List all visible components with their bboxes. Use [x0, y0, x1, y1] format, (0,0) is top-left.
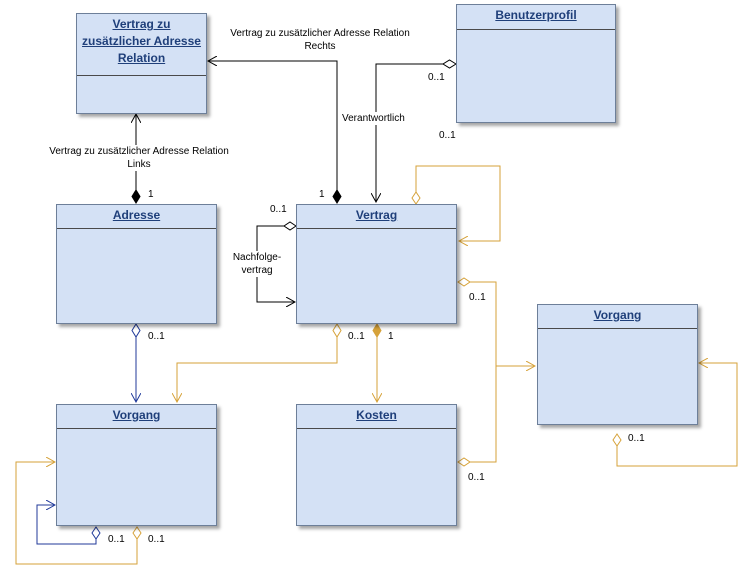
class-separator [297, 228, 456, 229]
mult-vorgang-right-bottom: 0..1 [628, 433, 645, 444]
class-vertrag[interactable]: Vertrag [296, 204, 457, 324]
label-line: vertrag [241, 265, 273, 276]
class-separator [538, 328, 697, 329]
label-line: Vertrag zu zusätzlicher Adresse Relation [49, 146, 229, 157]
assoc-vorgang-right-self [612, 363, 738, 467]
mult-vorgang-left-gold: 0..1 [148, 534, 165, 545]
class-vorgang-left[interactable]: Vorgang [56, 404, 217, 526]
assoc-benutzerprofil-vertrag [376, 59, 457, 202]
mult-vertrag-bottom: 0..1 [348, 331, 365, 342]
assoc-kosten-vorgang-right [457, 366, 497, 467]
class-separator [457, 29, 615, 30]
label-rechts: Vertrag zu zusätzlicher Adresse Relation… [215, 27, 425, 53]
class-title: Vorgang [112, 408, 161, 422]
assoc-vertrag-self-gold [411, 165, 501, 241]
mult-vorgang-left-blue: 0..1 [108, 534, 125, 545]
class-title-line: Relation [117, 51, 166, 65]
class-adresse[interactable]: Adresse [56, 204, 217, 324]
class-separator [297, 428, 456, 429]
mult-adresse-top: 1 [148, 189, 154, 200]
class-separator [77, 75, 206, 76]
mult-vertrag-kosten: 1 [388, 331, 394, 342]
label-line: Links [127, 159, 151, 170]
label-verantwortlich: Verantwortlich [342, 112, 405, 125]
mult-adresse-bottom: 0..1 [148, 331, 165, 342]
mult-vertrag-vorgang-right: 0..1 [469, 292, 486, 303]
assoc-vorgang-left-self-blue [36, 505, 101, 545]
assoc-vertrag-vorgang-right [457, 277, 535, 366]
class-title: Vorgang [593, 308, 642, 322]
class-title-line: Vertrag zu [112, 17, 171, 31]
mult-vertrag-top: 1 [319, 189, 325, 200]
label-line: Nachfolge- [232, 252, 282, 263]
class-separator [57, 428, 216, 429]
label-line: Vertrag zu zusätzlicher Adresse Relation [230, 28, 410, 39]
class-separator [57, 228, 216, 229]
mult-benutzer-0: 0..1 [428, 72, 445, 83]
assoc-vertrag-vzar-rechts [208, 61, 342, 204]
mult-benutzer-1: 0..1 [439, 130, 456, 141]
label-links: Vertrag zu zusätzlicher Adresse Relation… [34, 145, 244, 171]
assoc-adresse-vorgang-left [132, 323, 140, 402]
class-title: Kosten [356, 408, 397, 422]
mult-kosten-right: 0..1 [468, 472, 485, 483]
label-nachfolgevertrag: Nachfolge- vertrag [226, 251, 288, 277]
class-title-line: zusätzlicher Adresse [82, 34, 201, 48]
class-benutzerprofil[interactable]: Benutzerprofil [456, 4, 616, 123]
class-title: Benutzerprofil [495, 8, 577, 22]
class-vzar[interactable]: Vertrag zu zusätzlicher Adresse Relation [76, 13, 207, 114]
mult-vertrag-nachfolge: 0..1 [270, 204, 287, 215]
assoc-vorgang-left-self-gold [15, 462, 142, 565]
class-title: Adresse [112, 208, 161, 222]
assoc-vertrag-kosten [373, 323, 381, 402]
class-vorgang-right[interactable]: Vorgang [537, 304, 698, 425]
assoc-vertrag-vorgang-left [177, 323, 342, 402]
class-kosten[interactable]: Kosten [296, 404, 457, 526]
class-title: Vertrag [355, 208, 398, 222]
label-line: Rechts [304, 41, 336, 52]
class-title: Vertrag zu zusätzlicher Adresse Relation [77, 14, 206, 67]
